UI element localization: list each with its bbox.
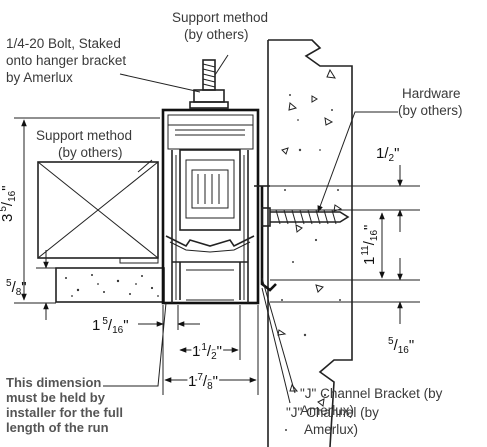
dim-right-tall: 111/16"	[360, 225, 380, 265]
installer-note: This dimension must be held by installer…	[6, 375, 127, 435]
concrete-aggregate	[281, 94, 341, 431]
concrete-triangles	[277, 68, 343, 407]
dim-mid: 11/2"	[192, 342, 222, 362]
leader-lines	[103, 54, 398, 404]
dimension-lines	[14, 117, 420, 395]
dim-overall: 17/8"	[188, 372, 218, 392]
dim-right-small: 5/16"	[388, 336, 414, 356]
j-bracket-label: "J" Channel Bracket (by Amerlux)	[300, 386, 446, 418]
j-channel-label: "J" Channel (by Amerlux)	[286, 405, 383, 437]
hardware-label: Hardware (by others)	[398, 86, 464, 118]
dim-height: 35/16"	[0, 185, 18, 222]
support-left-label: Support method (by others)	[36, 128, 136, 160]
j-channel-bracket	[254, 185, 277, 292]
dim-base: 5/8"	[6, 278, 27, 298]
support-top-label: Support method (by others)	[172, 10, 272, 42]
anchor-screw	[261, 207, 350, 227]
base-pad	[55, 267, 165, 303]
bolt	[189, 59, 229, 109]
luminaire-housing	[161, 59, 260, 305]
bolt-label: 1/4-20 Bolt, Staked onto hanger bracket …	[6, 36, 130, 85]
concrete-wall	[267, 39, 353, 447]
support-box	[37, 161, 159, 264]
dim-half: 1/2"	[376, 145, 399, 164]
